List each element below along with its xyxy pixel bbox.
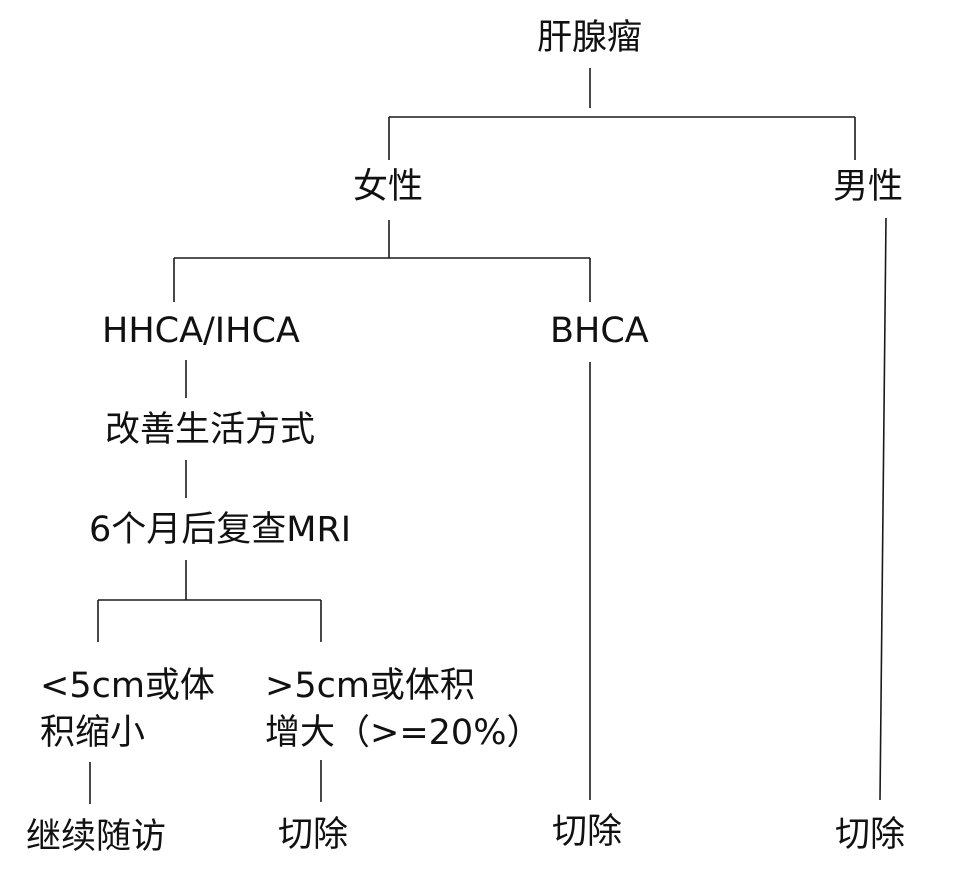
node-large-size: >5cm或体积 增大（>=20%） [265,663,541,757]
node-mri: 6个月后复查MRI [89,510,352,550]
node-root: 肝腺瘤 [537,18,643,58]
node-hhca: HHCA/IHCA [102,311,300,351]
node-male: 男性 [833,167,904,207]
node-resect-large: 切除 [278,815,349,855]
connector-male-resect [879,217,887,801]
node-resect-male: 切除 [835,815,906,855]
node-small-size: <5cm或体 积缩小 [40,663,215,757]
node-resect-bhca: 切除 [552,812,623,852]
node-female: 女性 [353,167,424,207]
node-lifestyle: 改善生活方式 [105,410,316,450]
node-small-size-line1: <5cm或体 [40,666,215,706]
node-followup: 继续随访 [26,817,167,857]
node-small-size-line2: 积缩小 [40,713,146,753]
node-large-size-line1: >5cm或体积 [265,666,475,706]
node-bhca: BHCA [550,311,649,351]
node-large-size-line2: 增大（>=20%） [265,713,542,753]
